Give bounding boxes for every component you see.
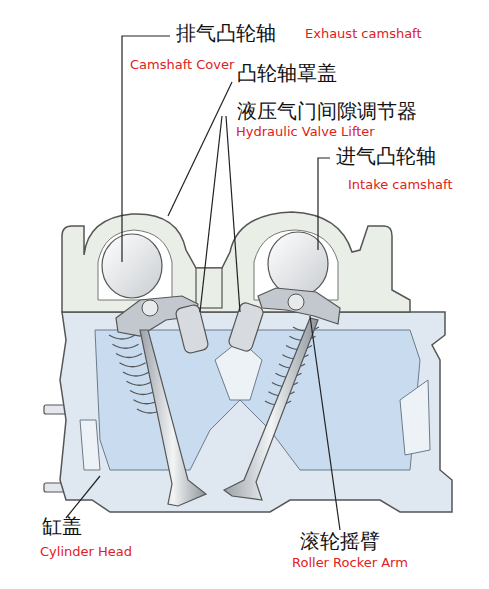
part-name: 排气凸轮轴 — [176, 22, 276, 45]
part-name: 缸盖 — [42, 515, 82, 538]
spring-coil — [127, 381, 153, 385]
cylinder-head-body — [60, 312, 452, 512]
part-name-en: Exhaust camshaft — [305, 27, 422, 42]
part-name: 进气凸轮轴 — [336, 145, 436, 168]
spring-coil — [113, 344, 139, 348]
head-ports — [80, 340, 430, 470]
intake-roller — [288, 294, 304, 310]
intake-valve — [224, 318, 318, 500]
part-name: 液压气门间隙调节器 — [237, 100, 417, 123]
spring-coil — [116, 354, 142, 358]
spring-coil — [123, 372, 149, 376]
intake-cam — [268, 232, 328, 296]
cover-bridge — [196, 268, 222, 308]
part-name-en: Intake camshaft — [348, 178, 453, 193]
intake-hydraulic-lifter — [227, 301, 264, 352]
intake-roller-rocker-arm — [258, 288, 340, 324]
part-name: 凸轮轴罩盖 — [237, 62, 337, 85]
spring-coil — [120, 363, 146, 367]
part-name-en: Camshaft Cover — [130, 58, 234, 73]
part-name-en: Hydraulic Valve Lifter — [236, 125, 375, 140]
exhaust-valve — [140, 330, 206, 506]
part-name-en: Roller Rocker Arm — [292, 556, 408, 571]
exhaust-cam — [102, 234, 162, 298]
exhaust-roller — [142, 300, 158, 316]
part-name: 滚轮摇臂 — [300, 530, 380, 553]
spring-coil — [109, 335, 135, 339]
part-name-en: Cylinder Head — [40, 545, 132, 560]
exhaust-hydraulic-lifter — [175, 304, 209, 354]
